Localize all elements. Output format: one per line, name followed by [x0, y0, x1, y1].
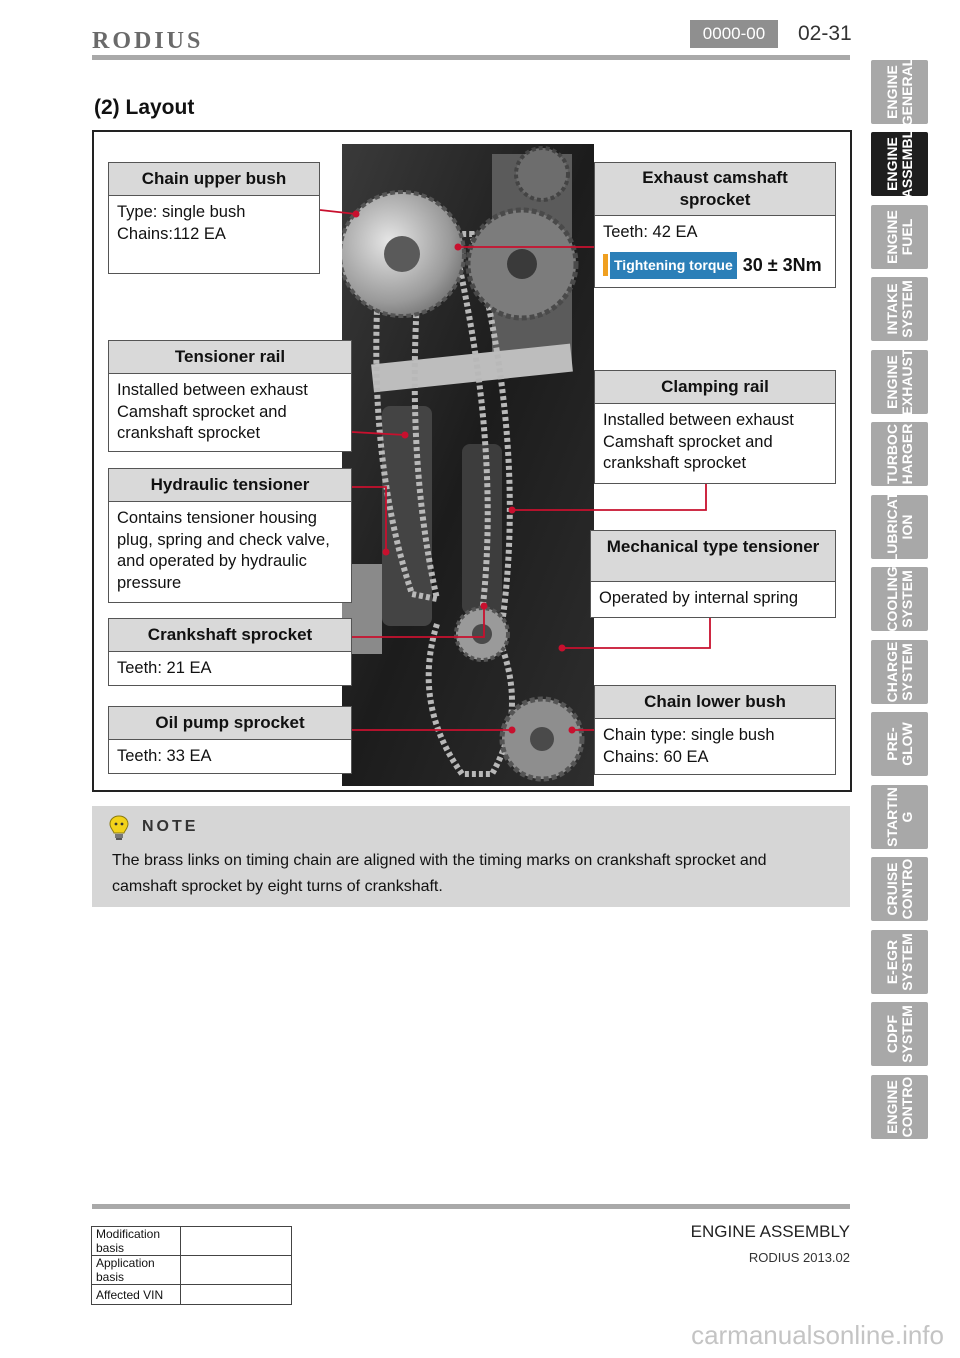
callout-chain-lower-bush: Chain lower bush Chain type: single bush…: [594, 685, 836, 775]
brand-logo: RODIUS: [92, 28, 204, 54]
callout-line: crankshaft sprocket: [117, 424, 261, 442]
application-basis-label: Application basis: [91, 1255, 181, 1285]
leader-mechanical-tensioner: [562, 618, 711, 649]
callout-title: Crankshaft sprocket: [109, 619, 351, 652]
callout-line: Chains:112 EA: [117, 224, 226, 243]
callout-title: Clamping rail: [595, 371, 835, 404]
tab-engine-fuel[interactable]: ENGINE FUEL: [871, 205, 928, 269]
callout-title: Chain upper bush: [109, 163, 319, 196]
note-text: The brass links on timing chain are alig…: [112, 852, 767, 895]
callout-line: Teeth: 33 EA: [117, 747, 212, 765]
footer-divider: [92, 1204, 850, 1209]
callout-line: Installed between exhaust: [603, 411, 794, 429]
leader-crankshaft-sprocket: [352, 606, 485, 638]
layout-diagram: Chain upper bush Type: single bush Chain…: [92, 130, 852, 792]
tab-e-egr-system[interactable]: E-EGR SYSTEM: [871, 930, 928, 994]
application-basis-value: [180, 1255, 292, 1285]
callout-title: Mechanical type tensioner: [591, 531, 835, 582]
leader-clamping-rail: [512, 484, 707, 511]
callout-mechanical-tensioner: Mechanical type tensioner Operated by in…: [590, 530, 836, 618]
callout-exhaust-camshaft-sprocket: Exhaust camshaft sprocket Teeth: 42 EA T…: [594, 162, 836, 288]
callout-crankshaft-sprocket: Crankshaft sprocket Teeth: 21 EA: [108, 618, 352, 686]
watermark: carmanualsonline.info: [691, 1320, 944, 1350]
callout-line: Camshaft sprocket and: [603, 432, 773, 451]
callout-line: pressure: [117, 573, 182, 592]
callout-line: Operated by internal spring: [599, 589, 799, 607]
tab-lubrication[interactable]: LUBRICAT ION: [871, 495, 928, 559]
section-code-badge: 0000-00: [690, 20, 778, 48]
callout-line: Teeth: 42 EA: [603, 223, 698, 241]
tab-engine-general[interactable]: ENGINE GENERAL: [871, 60, 928, 124]
torque-label: Tightening torque: [610, 251, 737, 279]
callout-line: Teeth: 21 EA: [117, 659, 212, 677]
torque-marker: [603, 254, 608, 277]
callout-line: Chains: 60 EA: [603, 747, 709, 766]
callout-line: Camshaft sprocket and: [117, 402, 287, 421]
callout-line: Contains tensioner housing: [117, 509, 317, 527]
callout-title: Exhaust camshaft sprocket: [595, 163, 835, 216]
callout-chain-upper-bush: Chain upper bush Type: single bush Chain…: [108, 162, 320, 274]
leader-chain-upper-bush: [319, 209, 357, 215]
affected-vin-label: Affected VIN: [91, 1284, 181, 1305]
callout-title: Chain lower bush: [595, 686, 835, 719]
tab-cruise-control[interactable]: CRUISE CONTRO: [871, 857, 928, 921]
callout-line: plug, spring and check valve,: [117, 530, 330, 549]
page-number: 02-31: [798, 22, 852, 45]
callout-line: and operated by hydraulic: [117, 552, 307, 570]
tab-starting[interactable]: STARTIN G: [871, 785, 928, 849]
lightbulb-icon: [109, 815, 129, 840]
callout-title: Tensioner rail: [109, 341, 351, 374]
tab-engine-exhaust[interactable]: ENGINE EXHAUST: [871, 350, 928, 414]
note-title: NOTE: [142, 818, 199, 835]
leader-hydraulic-tensioner: [352, 486, 387, 552]
footer-section-title: ENGINE ASSEMBLY: [690, 1222, 850, 1241]
leader-lines: [319, 209, 711, 734]
timing-chain-engine-photo: [342, 144, 594, 786]
section-title: (2) Layout: [94, 96, 195, 119]
torque-value: 30 ± 3Nm: [742, 254, 822, 275]
footer-model-date: RODIUS 2013.02: [748, 1250, 850, 1265]
callout-hydraulic-tensioner: Hydraulic tensioner Contains tensioner h…: [108, 468, 352, 603]
callout-line: Installed between exhaust: [117, 381, 308, 399]
tab-cdpf-system[interactable]: CDPF SYSTEM: [871, 1002, 928, 1066]
modification-table: Modification basis Application basis Aff…: [91, 1226, 292, 1305]
modification-basis-label: Modification basis: [91, 1226, 181, 1256]
callout-line: crankshaft sprocket: [603, 454, 747, 472]
tab-pre-glow[interactable]: PRE- GLOW: [871, 712, 928, 776]
callout-line: Chain type: single bush: [603, 726, 775, 744]
tab-cooling-system[interactable]: COOLING SYSTEM: [871, 567, 928, 631]
callout-title: Hydraulic tensioner: [109, 469, 351, 502]
leader-tensioner-rail: [351, 431, 406, 436]
note-box: NOTE The brass links on timing chain are…: [92, 806, 850, 907]
modification-basis-value: [180, 1226, 292, 1256]
header-divider: [92, 55, 850, 60]
callout-title: Oil pump sprocket: [109, 707, 351, 740]
callout-clamping-rail: Clamping rail Installed between exhaust …: [594, 370, 836, 484]
callout-line: Type: single bush: [117, 203, 246, 221]
callout-oil-pump-sprocket: Oil pump sprocket Teeth: 33 EA: [108, 706, 352, 774]
tab-turbocharger[interactable]: TURBOC HARGER: [871, 422, 928, 486]
callout-tensioner-rail: Tensioner rail Installed between exhaust…: [108, 340, 352, 452]
tab-intake-system[interactable]: INTAKE SYSTEM: [871, 277, 928, 341]
tab-charge-system[interactable]: CHARGE SYSTEM: [871, 640, 928, 704]
tab-engine-control[interactable]: ENGINE CONTRO: [871, 1075, 928, 1139]
tab-engine-assembly[interactable]: ENGINE ASSEMBL: [871, 132, 928, 196]
affected-vin-value: [180, 1284, 292, 1305]
